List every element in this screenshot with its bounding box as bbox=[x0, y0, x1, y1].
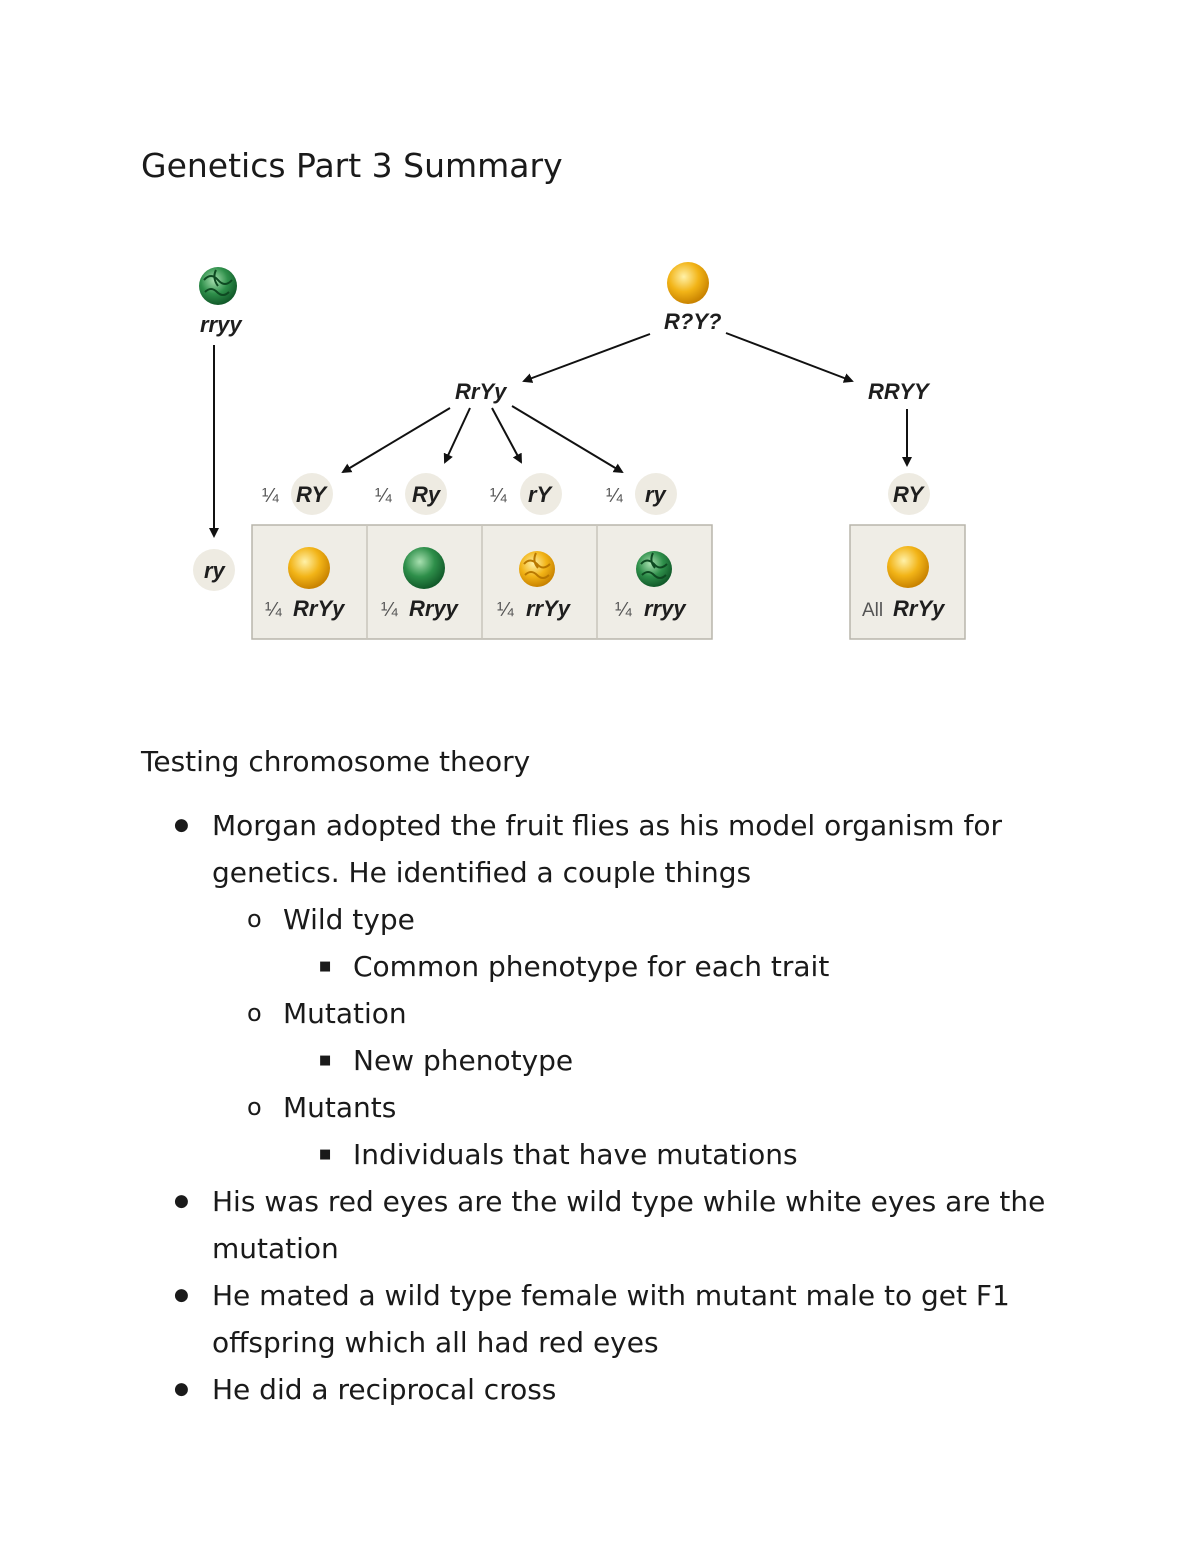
homo-offspring-prefix: All bbox=[862, 600, 883, 621]
yellow-round-seed-icon bbox=[887, 546, 929, 588]
list-item: Individuals that have mutations bbox=[141, 1131, 1121, 1178]
branch-hetero-label: RrYy bbox=[455, 379, 508, 404]
list-item: His was red eyes are the wild type while… bbox=[141, 1178, 1121, 1272]
branch-homo-label: RRYY bbox=[868, 379, 931, 404]
list-item: Common phenotype for each trait bbox=[141, 943, 1121, 990]
offspring-fraction: ¼ bbox=[381, 599, 398, 621]
gamete-circle bbox=[405, 473, 447, 515]
list-item: Mutants bbox=[141, 1084, 1121, 1131]
yellow-round-seed-icon bbox=[288, 547, 330, 589]
offspring-label: rrYy bbox=[526, 596, 572, 621]
green-wrinkled-seed-icon bbox=[636, 551, 672, 587]
offspring-fraction: ¼ bbox=[497, 599, 514, 621]
list-item: He did a reciprocal cross bbox=[141, 1366, 1121, 1413]
list-item: Wild type bbox=[141, 896, 1121, 943]
offspring-label: RrYy bbox=[293, 596, 346, 621]
page-title: Genetics Part 3 Summary bbox=[141, 146, 563, 185]
gamete-fraction: ¼ bbox=[606, 485, 623, 507]
parent-right-label: R?Y? bbox=[664, 309, 721, 334]
homo-gamete-label: RY bbox=[893, 482, 925, 507]
gamete-circle bbox=[520, 473, 562, 515]
gamete-label: RY bbox=[296, 482, 328, 507]
parent-left-label: rryy bbox=[200, 312, 243, 337]
gamete-fraction: ¼ bbox=[375, 485, 392, 507]
gamete-circle bbox=[888, 473, 930, 515]
arrow bbox=[491, 407, 522, 464]
tester-gamete-label: ry bbox=[204, 558, 227, 583]
homo-offspring-label: RrYy bbox=[893, 596, 946, 621]
notes-list: Morgan adopted the fruit flies as his mo… bbox=[141, 802, 1121, 1413]
arrow bbox=[511, 405, 624, 474]
yellow-wrinkled-seed-icon bbox=[519, 551, 555, 587]
testcross-diagram: rryy R?Y? RrYy RRYY ¼ RY ¼ Ry ¼ rY ¼ ry … bbox=[193, 262, 966, 640]
gamete-label: rY bbox=[528, 482, 554, 507]
yellow-round-seed-icon bbox=[667, 262, 709, 304]
offspring-fraction: ¼ bbox=[265, 599, 282, 621]
gamete-circle bbox=[193, 549, 235, 591]
arrow bbox=[341, 407, 451, 474]
list-item: New phenotype bbox=[141, 1037, 1121, 1084]
offspring-fraction: ¼ bbox=[615, 599, 632, 621]
gamete-circle bbox=[291, 473, 333, 515]
section-heading: Testing chromosome theory bbox=[141, 745, 531, 778]
list-item: Morgan adopted the fruit flies as his mo… bbox=[141, 802, 1121, 896]
gamete-label: Ry bbox=[412, 482, 442, 507]
gamete-fraction: ¼ bbox=[262, 485, 279, 507]
list-item: He mated a wild type female with mutant … bbox=[141, 1272, 1121, 1366]
gamete-label: ry bbox=[645, 482, 668, 507]
arrow bbox=[522, 333, 651, 383]
gamete-circle bbox=[635, 473, 677, 515]
green-round-seed-icon bbox=[403, 547, 445, 589]
offspring-label: rryy bbox=[644, 596, 687, 621]
arrow bbox=[725, 332, 854, 383]
gamete-fraction: ¼ bbox=[490, 485, 507, 507]
arrow bbox=[443, 407, 471, 464]
green-wrinkled-seed-icon bbox=[199, 267, 237, 305]
offspring-label: Rryy bbox=[409, 596, 460, 621]
list-item: Mutation bbox=[141, 990, 1121, 1037]
